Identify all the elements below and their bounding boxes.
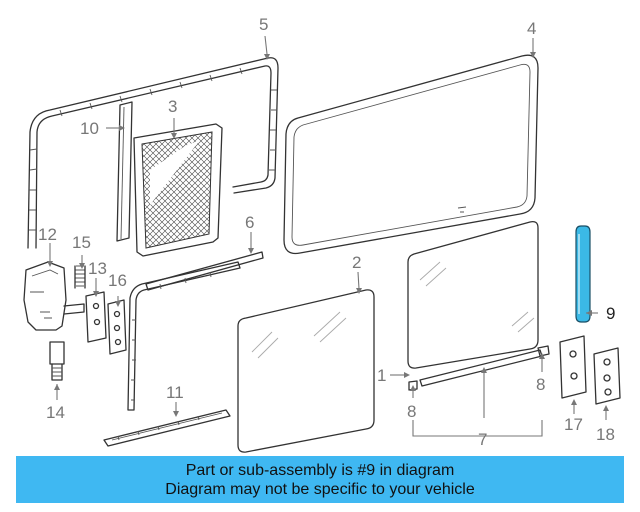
part-15-spring (74, 265, 86, 289)
parts-diagram: 5 4 3 10 6 2 1 7 8 8 9 11 12 15 13 16 14… (23, 15, 621, 453)
part-3-vent-glass (133, 123, 223, 257)
callout-17: 17 (564, 415, 583, 434)
part-5-window-channel (27, 57, 279, 249)
callout-2: 2 (352, 253, 361, 272)
part-16-plate (107, 299, 127, 355)
part-6-run-strip (145, 251, 264, 291)
part-9-strip-highlighted[interactable] (575, 225, 591, 323)
part-1-door-glass (407, 220, 539, 369)
part-2-door-glass (237, 289, 375, 453)
callout-8-left: 8 (407, 402, 416, 421)
callout-3: 3 (168, 97, 177, 116)
info-banner: Part or sub-assembly is #9 in diagram Di… (16, 456, 624, 503)
callout-labels: 5 4 3 10 6 2 1 7 8 8 9 11 12 15 13 16 14… (38, 15, 615, 449)
callout-13: 13 (88, 259, 107, 278)
callout-15: 15 (72, 233, 91, 252)
callout-9: 9 (606, 304, 615, 323)
part-10-division-bar (116, 101, 133, 242)
banner-line-1: Part or sub-assembly is #9 in diagram (185, 462, 455, 479)
part-14-bolt (49, 341, 65, 381)
part-8-clip-left (408, 380, 418, 391)
callout-1: 1 (377, 366, 386, 385)
leader-arrowheads (47, 52, 609, 417)
callout-12: 12 (38, 225, 57, 244)
callout-5: 5 (259, 15, 268, 34)
part-17-plate (559, 335, 587, 399)
part-13-plate (85, 291, 107, 343)
part-18-plate (593, 347, 621, 405)
callout-8-right: 8 (536, 375, 545, 394)
callout-4: 4 (527, 19, 536, 38)
callout-7: 7 (478, 430, 487, 449)
callout-14: 14 (46, 403, 65, 422)
part-4-side-glass (283, 54, 539, 255)
banner-line-2: Diagram may not be specific to your vehi… (165, 481, 475, 498)
callout-11: 11 (166, 383, 184, 402)
callout-16: 16 (108, 271, 127, 290)
part-channel-run (127, 261, 241, 411)
part-11-bottom-channel (103, 409, 231, 447)
callout-18: 18 (596, 425, 615, 444)
part-12-bracket (23, 261, 85, 331)
callout-10: 10 (80, 119, 99, 138)
callout-6: 6 (245, 213, 254, 232)
